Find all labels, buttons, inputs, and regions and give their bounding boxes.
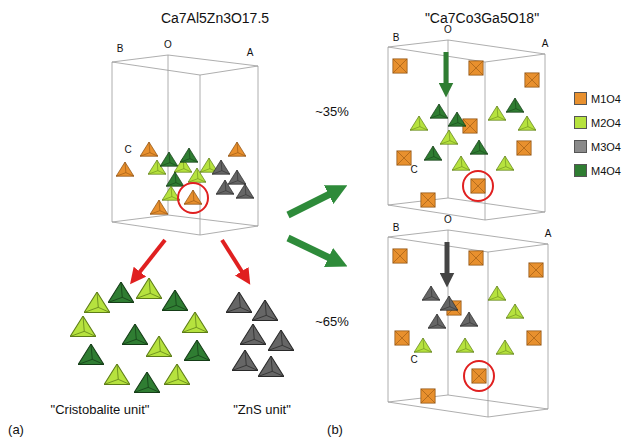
axis-label: C bbox=[410, 354, 417, 366]
axis-label: B bbox=[393, 32, 400, 44]
axis-label: O bbox=[444, 24, 452, 36]
legend-text: M2O4 bbox=[591, 116, 621, 130]
formula-title: Ca7Al5Zn3O17.5 bbox=[161, 10, 269, 26]
legend-text: M1O4 bbox=[591, 92, 621, 106]
axis-label: A bbox=[545, 228, 552, 240]
legend-swatch bbox=[574, 164, 587, 177]
fraction-label: ~65% bbox=[315, 315, 349, 330]
legend-swatch bbox=[574, 92, 587, 105]
axis-label: A bbox=[542, 38, 549, 50]
axis-label: O bbox=[444, 214, 452, 226]
panel-label: (b) bbox=[327, 423, 343, 438]
axis-label: B bbox=[117, 43, 124, 55]
formula-title: "Ca7Co3Ga5O18" bbox=[425, 10, 539, 26]
unit-label: "ZnS unit" bbox=[233, 403, 291, 418]
panel-label: (a) bbox=[8, 423, 24, 438]
legend-text: M3O4 bbox=[591, 140, 621, 154]
axis-label: B bbox=[393, 222, 400, 234]
axis-label: A bbox=[247, 47, 254, 59]
legend-swatch bbox=[574, 116, 587, 129]
legend-text: M4O4 bbox=[591, 164, 621, 178]
axis-label: O bbox=[164, 39, 172, 51]
axis-label: C bbox=[124, 144, 131, 156]
legend-swatch bbox=[574, 140, 587, 153]
axis-label: C bbox=[410, 164, 417, 176]
unit-label: "Cristobalite unit" bbox=[51, 403, 150, 418]
fraction-label: ~35% bbox=[315, 105, 349, 120]
